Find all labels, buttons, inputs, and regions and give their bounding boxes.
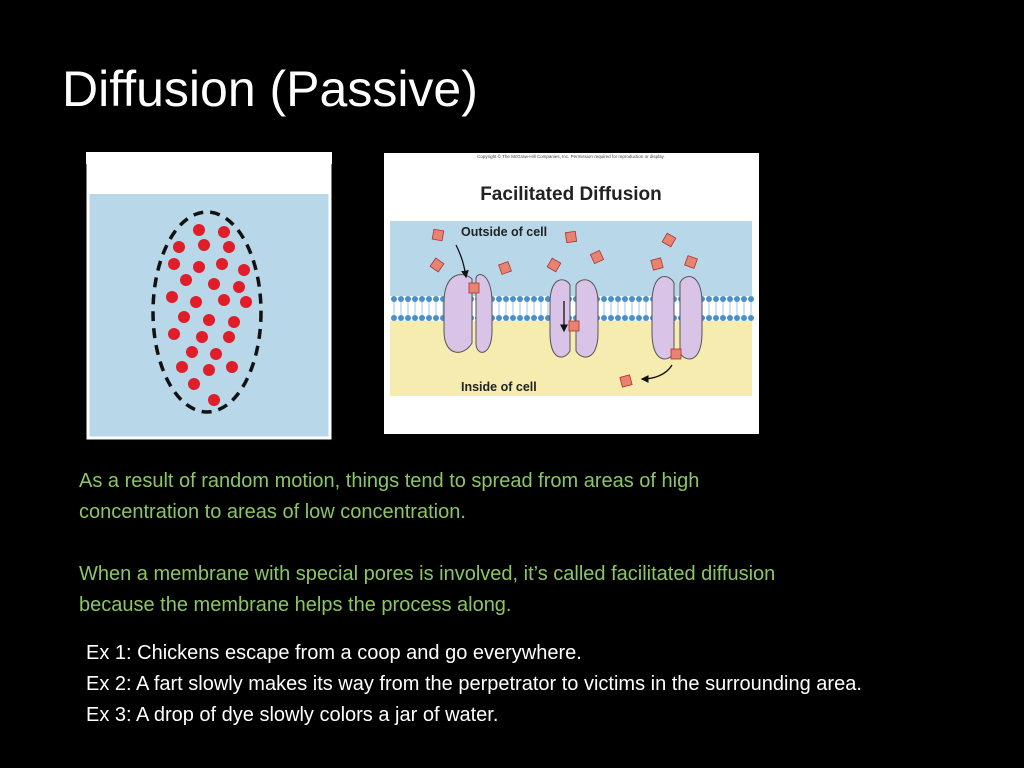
dye-dot — [238, 264, 250, 276]
beaker-diffusion-image — [86, 152, 332, 440]
dye-dot — [193, 261, 205, 273]
dye-dot — [178, 311, 190, 323]
channel-protein-3 — [651, 276, 703, 360]
dye-dot — [203, 364, 215, 376]
dye-dot — [166, 291, 178, 303]
paragraph-line: When a membrane with special pores is in… — [79, 563, 776, 585]
outside-of-cell-label: Outside of cell — [461, 225, 547, 239]
dye-dot — [210, 348, 222, 360]
dye-dot — [180, 274, 192, 286]
copyright-notice: Copyright © The McGraw-Hill Companies, I… — [477, 153, 665, 159]
dye-dot — [203, 314, 215, 326]
dye-dot — [193, 224, 205, 236]
dye-dot — [226, 361, 238, 373]
dye-dot — [223, 331, 235, 343]
dye-dot — [208, 278, 220, 290]
dye-dot — [233, 281, 245, 293]
dye-dot — [190, 296, 202, 308]
paragraph-line: concentration to areas of low concentrat… — [79, 501, 466, 523]
dye-dot — [168, 328, 180, 340]
dye-dot — [196, 331, 208, 343]
dye-dot — [188, 378, 200, 390]
dye-dot — [208, 394, 220, 406]
example-item: Ex 2: A fart slowly makes its way from t… — [86, 673, 862, 695]
dye-dot — [223, 241, 235, 253]
example-item: Ex 1: Chickens escape from a coop and go… — [86, 642, 582, 664]
paragraph-facilitated-diffusion: When a membrane with special pores is in… — [79, 559, 775, 621]
channel-protein-1 — [443, 274, 493, 353]
dye-dot — [240, 296, 252, 308]
dye-dot — [173, 241, 185, 253]
dye-dot — [228, 316, 240, 328]
paragraph-line: because the membrane helps the process a… — [79, 594, 512, 616]
dye-dot — [168, 258, 180, 270]
channel-protein-2 — [549, 279, 599, 358]
dye-dot — [216, 258, 228, 270]
figure-title: Facilitated Diffusion — [480, 184, 662, 205]
dye-dot — [176, 361, 188, 373]
inside-of-cell-label: Inside of cell — [461, 380, 537, 394]
slide-title: Diffusion (Passive) — [62, 61, 478, 117]
paragraph-random-motion: As a result of random motion, things ten… — [79, 466, 699, 528]
facilitated-diffusion-image: Copyright © The McGraw-Hill Companies, I… — [384, 153, 759, 434]
dye-dot — [218, 294, 230, 306]
dye-dot — [218, 226, 230, 238]
dye-dot — [186, 346, 198, 358]
example-item: Ex 3: A drop of dye slowly colors a jar … — [86, 704, 499, 726]
dye-dot — [198, 239, 210, 251]
examples-list: Ex 1: Chickens escape from a coop and go… — [86, 638, 862, 731]
paragraph-line: As a result of random motion, things ten… — [79, 470, 700, 492]
